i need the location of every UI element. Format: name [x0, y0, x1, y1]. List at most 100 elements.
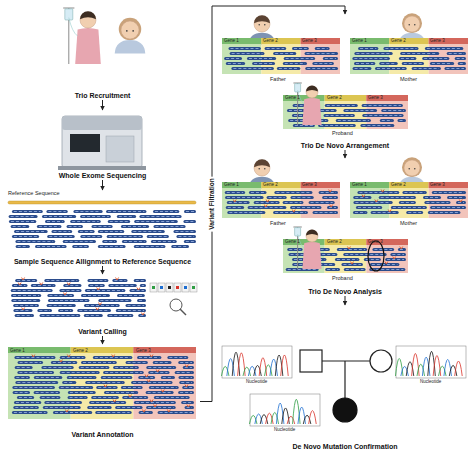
gene-header — [71, 347, 134, 353]
read-bases — [14, 387, 52, 388]
sequence-read — [227, 201, 250, 204]
read-bases — [14, 412, 46, 413]
sequence-read — [51, 230, 72, 233]
variant-mark — [40, 283, 43, 286]
eye — [408, 168, 409, 169]
sequence-read — [134, 220, 178, 223]
read-bases — [177, 372, 192, 373]
read-bases — [36, 392, 58, 393]
read-bases — [326, 115, 353, 116]
read-bases — [446, 68, 464, 69]
variant-mark — [292, 210, 295, 213]
read-bases — [100, 246, 124, 247]
flow-arrow — [102, 180, 103, 190]
mating-line — [322, 360, 370, 361]
gene-region — [283, 95, 325, 129]
read-bases — [180, 392, 192, 393]
read-bases — [251, 192, 265, 193]
read-bases — [292, 197, 311, 198]
read-bases — [294, 48, 307, 49]
highlight-ellipse — [368, 241, 384, 271]
sequence-read — [47, 304, 76, 307]
sequence-read — [455, 57, 466, 60]
figure-label: Gene 3 — [430, 39, 445, 44]
variant-mark — [347, 247, 350, 250]
read-bases — [69, 226, 81, 227]
sequence-read — [98, 245, 126, 248]
read-bases — [432, 63, 452, 64]
sequence-read — [425, 47, 463, 50]
sequence-read — [37, 225, 62, 228]
gown — [302, 242, 321, 269]
sequence-read — [131, 381, 172, 384]
read-bases — [89, 280, 106, 281]
sequence-read — [154, 396, 190, 399]
read-bases — [87, 382, 122, 383]
read-bases — [128, 362, 146, 363]
woman-figure — [115, 18, 146, 54]
sequence-read — [231, 67, 273, 70]
sequence-read — [44, 401, 82, 404]
figure-label: Gene 2 — [327, 240, 342, 245]
read-bases — [155, 362, 170, 363]
read-bases — [337, 259, 357, 260]
gene-header — [366, 239, 408, 245]
step-panel: Variant Calling — [5, 274, 200, 336]
variant-mark — [22, 308, 25, 311]
sequence-read — [63, 240, 96, 243]
read-bases — [64, 382, 74, 383]
sequence-read — [39, 314, 80, 317]
variant-mark — [375, 200, 378, 203]
flow-arrow — [345, 150, 346, 158]
read-bases — [285, 202, 302, 203]
read-bases — [151, 387, 177, 388]
chromatogram-peak — [259, 358, 267, 376]
read-bases — [81, 367, 108, 368]
sequence-read — [353, 67, 372, 70]
sequence-read — [12, 411, 48, 414]
sequence-read — [11, 294, 41, 297]
read-bases — [320, 125, 354, 126]
sequence-read — [343, 109, 377, 112]
chromatogram-peak — [298, 407, 306, 424]
sequence-read — [167, 356, 188, 359]
sequence-read — [226, 206, 244, 209]
read-bases — [329, 207, 336, 208]
sequence-read — [248, 206, 287, 209]
gene-track — [8, 347, 196, 419]
read-bases — [41, 315, 78, 316]
sequence-read — [101, 376, 133, 379]
step-panel: Trio De Novo Arrangement — [220, 14, 470, 150]
read-bases — [60, 310, 71, 311]
read-bases — [173, 246, 187, 247]
figure-label: Mother — [400, 77, 417, 83]
read-bases — [383, 110, 404, 111]
sequence-read — [225, 191, 245, 194]
read-bases — [356, 63, 373, 64]
sequence-read — [42, 215, 76, 218]
read-bases — [87, 290, 123, 291]
gene-header — [366, 95, 408, 101]
sequence-read — [139, 215, 181, 218]
head — [404, 16, 420, 32]
read-bases — [109, 236, 141, 237]
sequence-read — [385, 258, 406, 261]
chromatogram-peak — [395, 358, 403, 376]
gene-header — [222, 182, 261, 188]
sequence-read — [47, 294, 74, 297]
sequence-read — [81, 361, 117, 364]
read-bases — [183, 402, 192, 403]
read-bases — [327, 105, 356, 106]
sequence-read — [146, 391, 174, 394]
sequence-read — [67, 376, 97, 379]
read-bases — [55, 412, 90, 413]
caption-stack: Whole Exome Sequencing — [5, 172, 200, 180]
read-bases — [231, 48, 259, 49]
sequence-read — [47, 235, 75, 238]
sequence-read — [17, 371, 54, 374]
sequence-read — [34, 391, 60, 394]
mother-circle — [370, 350, 392, 372]
chromatogram-frame — [222, 346, 292, 378]
read-bases — [250, 207, 285, 208]
